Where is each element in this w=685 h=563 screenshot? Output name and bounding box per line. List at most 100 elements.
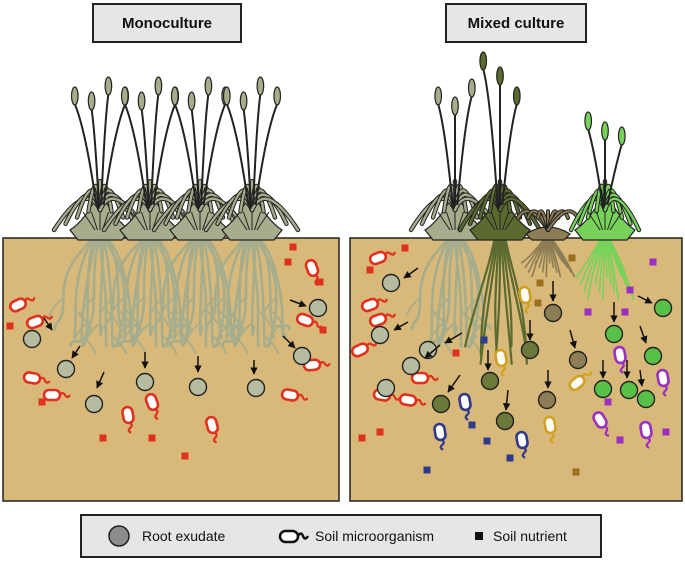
microbe-flagellum (427, 374, 439, 382)
base-vein (82, 211, 96, 231)
root-exudate (643, 346, 663, 366)
exudate-arrow (424, 344, 441, 359)
flower-stem (190, 108, 200, 206)
seed-head (104, 76, 113, 96)
soil-nutrient (584, 308, 592, 316)
soil-microorganism (639, 420, 653, 449)
root-branch (135, 322, 152, 342)
soil-nutrient (289, 243, 297, 251)
root-branch (405, 296, 422, 317)
exudate-arrow (637, 295, 653, 304)
root-exudate (543, 303, 563, 323)
flower-stem (100, 93, 110, 206)
base-vein (256, 211, 270, 231)
soil-microorganism (350, 342, 378, 358)
microbe-body (458, 392, 472, 412)
flower-stem (90, 108, 100, 206)
root-branch (105, 309, 121, 330)
soil-nutrient (572, 468, 580, 476)
seed-head (617, 126, 626, 146)
base-vein (482, 211, 496, 231)
root-branch (80, 334, 97, 355)
flower-stem (150, 93, 160, 206)
seed-head (496, 66, 504, 86)
base-vein (491, 211, 498, 231)
root-branch (267, 322, 284, 342)
root-exudate (376, 378, 396, 398)
microbe-flagellum (24, 297, 36, 302)
flower-stem (242, 108, 252, 206)
microbe-flagellum (39, 376, 51, 384)
soil-microorganism (204, 415, 220, 444)
soil-microorganism (543, 415, 557, 444)
root-branch (122, 322, 139, 342)
base-vein (254, 211, 261, 231)
root-exudate (568, 350, 588, 370)
microbe-flagellum (154, 408, 159, 420)
root-strand (575, 239, 601, 278)
soil-nutrient (468, 421, 476, 429)
microbe-flagellum (127, 421, 133, 434)
soil-microorganism (433, 422, 447, 451)
base-vein (234, 211, 248, 231)
flower-stem (102, 103, 127, 206)
exudate-arrow (289, 299, 307, 308)
microbe-body (543, 415, 557, 435)
exudate-arrow (444, 332, 463, 344)
root-branch (211, 334, 228, 355)
soil-microorganism (22, 371, 51, 385)
microbe-body (295, 312, 315, 328)
root-strand (607, 239, 623, 278)
base-vein (596, 211, 603, 231)
root-exudate (308, 298, 328, 318)
root-exudate (370, 325, 390, 345)
root-branch (230, 296, 247, 317)
root-branch (434, 296, 451, 317)
soil-nutrient (536, 279, 544, 287)
seed-head (87, 91, 96, 111)
root-exudate (619, 380, 639, 400)
root-strand (538, 239, 548, 269)
root-exudate (246, 378, 266, 398)
root-strand (608, 239, 627, 286)
microbe-flagellum (415, 398, 427, 406)
root-branch (200, 296, 217, 317)
root-exudate (401, 356, 421, 376)
root-exudate (188, 377, 208, 397)
soil-nutrient (621, 308, 629, 316)
root-strand (464, 238, 496, 348)
microbe-flagellum (524, 301, 530, 314)
microbe-body (515, 430, 529, 450)
soil-nutrient (181, 452, 189, 460)
dark-tall-grass-plant (457, 51, 543, 365)
soil-nutrient (358, 434, 366, 442)
microbe-body (518, 285, 532, 305)
root-strand (594, 239, 605, 286)
legend-item-soil-microorganism: Soil microorganism (277, 516, 434, 556)
soil-microorganism (42, 388, 71, 402)
soil-microorganism (494, 348, 508, 377)
root-strand (548, 239, 555, 269)
exudate-arrow (71, 345, 81, 359)
seed-head (70, 86, 79, 106)
seed-head (137, 91, 146, 111)
root-strand (524, 239, 545, 269)
root-branch (185, 322, 202, 342)
soil-microorganism (515, 430, 529, 459)
leaf (498, 197, 542, 232)
root-exudate (495, 411, 515, 431)
root-branch (428, 322, 445, 342)
soil-items-layer (6, 243, 673, 476)
exudate-arrow (447, 374, 461, 393)
flower-stem (152, 103, 177, 206)
monoculture-title-text: Monoculture (122, 14, 212, 32)
seed-head (222, 86, 231, 106)
soil-nutrient (480, 336, 488, 344)
soil-microorganism (121, 405, 135, 434)
base-vein (243, 211, 250, 231)
microbe-body (42, 388, 62, 402)
soil-microorganism (280, 388, 309, 402)
root-branch (439, 322, 456, 342)
flower-stem (225, 103, 250, 206)
soil-microorganism (398, 393, 427, 407)
